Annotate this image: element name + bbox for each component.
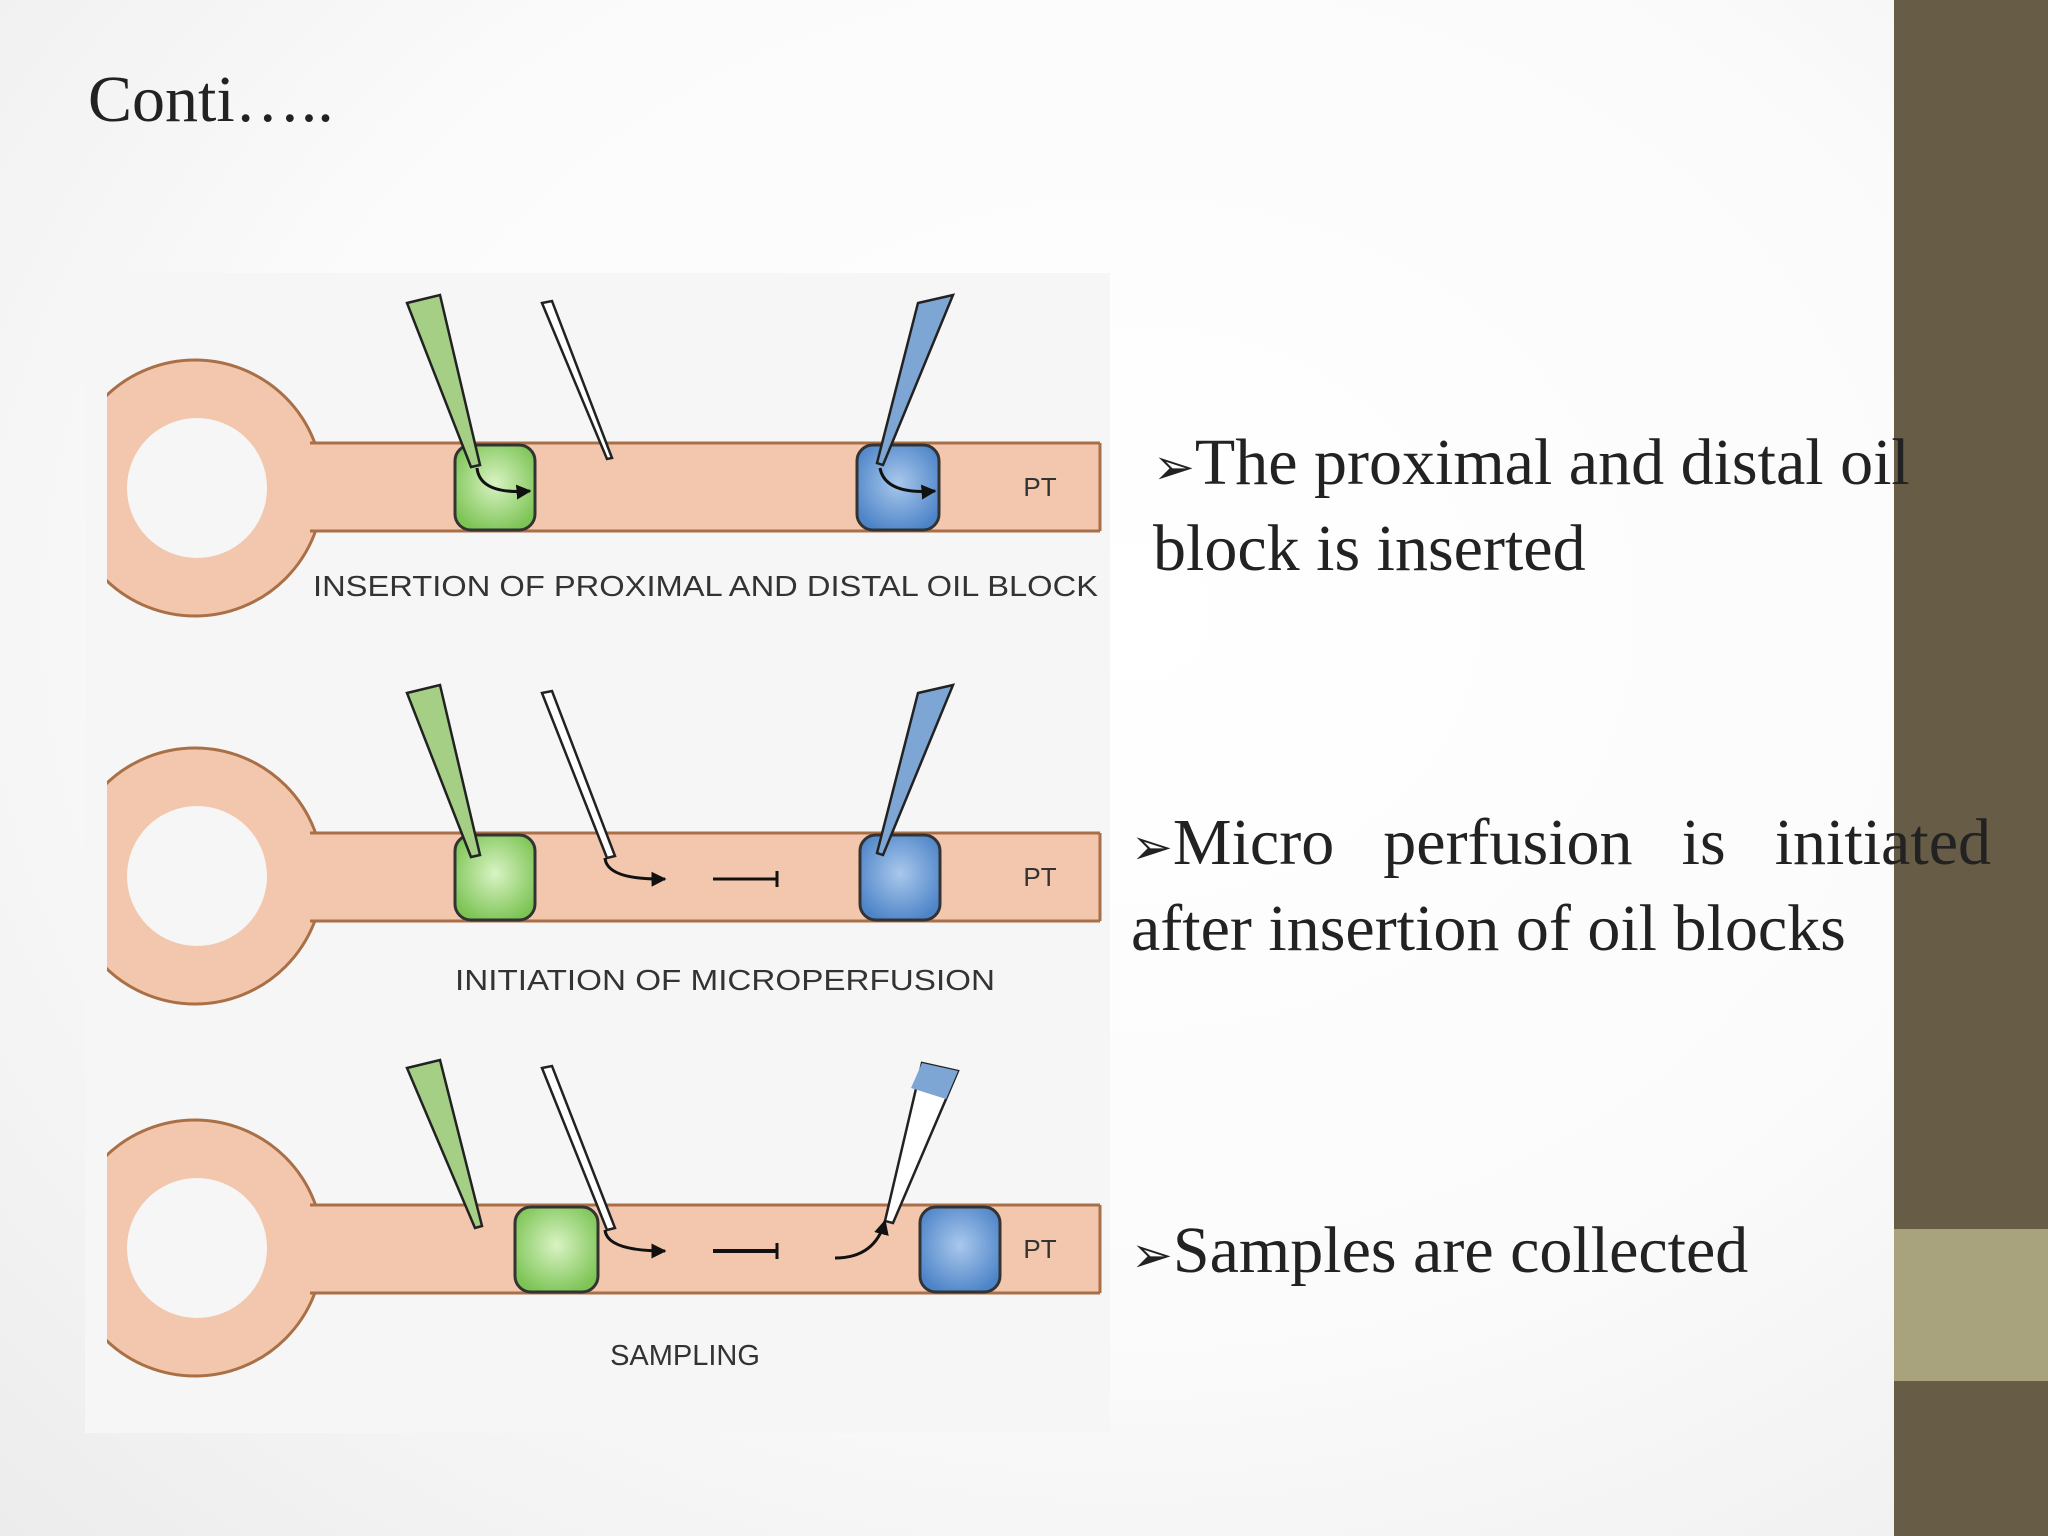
micropuncture-diagram: PT INSERTION OF PROXIMAL AND DISTAL OIL …: [85, 273, 1110, 1433]
perfusion-pipette: [540, 689, 617, 860]
bullet-text: Micro perfusion is initiated after inser…: [1131, 806, 1991, 965]
distal-oil-block: [858, 833, 942, 922]
bullet-arrow-icon: ➢: [1131, 818, 1173, 876]
bullet-item: ➢The proximal and distal oil block is in…: [1153, 422, 1953, 590]
collection-pipette: [883, 1061, 960, 1225]
bullet-item: ➢Samples are collected: [1131, 1210, 1931, 1296]
blue-pipette: [875, 293, 956, 467]
perfusion-pipette: [540, 1064, 617, 1232]
decorative-sidebar-accent: [1894, 1229, 2048, 1381]
panel-caption: SAMPLING: [610, 1340, 760, 1372]
green-pipette: [405, 683, 482, 859]
proximal-tubule: [285, 833, 1100, 921]
tubule-label: PT: [1023, 472, 1056, 502]
bullet-arrow-icon: ➢: [1153, 438, 1195, 496]
perfusion-pipette: [540, 299, 614, 461]
distal-oil-block: [918, 1205, 1002, 1294]
panel-microperfusion: PT INITIATION OF MICROPERFUSION: [85, 683, 1102, 1011]
slide-title: Conti…..: [88, 63, 334, 136]
glomerulus-capsule: [85, 741, 325, 1011]
glomerulus-capsule: [85, 1113, 325, 1383]
green-pipette: [405, 1058, 484, 1230]
glomerulus-capsule: [85, 353, 325, 623]
bullet-arrow-icon: ➢: [1131, 1226, 1173, 1284]
tubule-label: PT: [1023, 862, 1056, 892]
proximal-oil-block: [513, 1205, 600, 1294]
green-pipette: [405, 293, 482, 469]
bullet-item: ➢Micro perfusion is initiated after inse…: [1131, 802, 1991, 970]
panel-sampling: PT SAMPLING: [85, 1058, 1102, 1383]
panel-caption: INSERTION OF PROXIMAL AND DISTAL OIL BLO…: [313, 571, 1099, 603]
bullet-text: The proximal and distal oil block is ins…: [1153, 426, 1910, 585]
tubule-label: PT: [1023, 1234, 1056, 1264]
proximal-tubule: [285, 443, 1100, 531]
panel-caption: INITIATION OF MICROPERFUSION: [455, 965, 995, 997]
bullet-text: Samples are collected: [1172, 1214, 1749, 1287]
blue-pipette: [875, 683, 956, 857]
panel-insertion: PT INSERTION OF PROXIMAL AND DISTAL OIL …: [85, 293, 1102, 623]
